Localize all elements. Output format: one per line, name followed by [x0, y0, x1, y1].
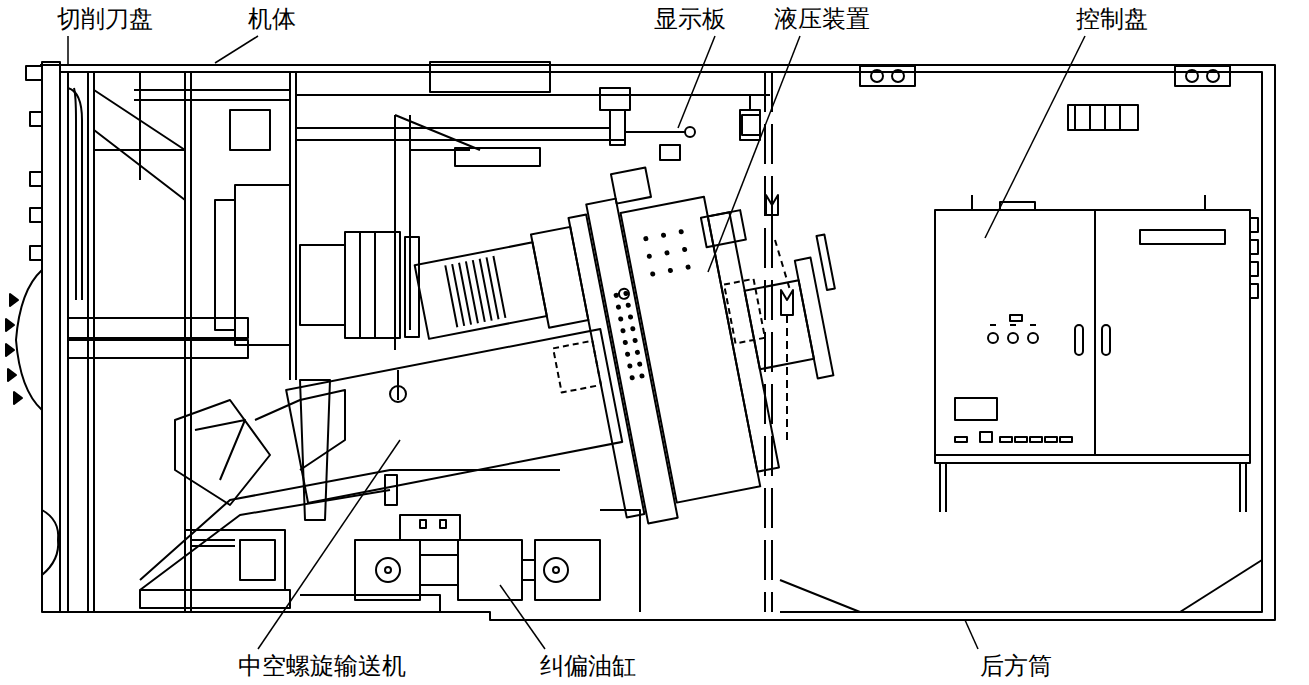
- leader-lines: [68, 36, 1085, 649]
- part-label: 切削刀盘: [55, 5, 155, 33]
- split-lines: [765, 72, 772, 612]
- part-label: 中空螺旋输送机: [236, 652, 408, 680]
- screw-conveyor: [258, 136, 873, 586]
- hopper: [140, 380, 560, 612]
- control-panel: [935, 195, 1258, 512]
- machine-body: [68, 62, 770, 612]
- part-label: 后方筒: [978, 652, 1054, 680]
- part-label: 液压装置: [772, 5, 872, 33]
- part-label: 机体: [246, 5, 298, 33]
- part-label: 控制盘: [1074, 5, 1150, 33]
- part-label: 显示板: [652, 5, 728, 33]
- part-label: 纠偏油缸: [538, 652, 638, 680]
- outer-shell: [40, 65, 1275, 620]
- correction-cylinder: [355, 510, 640, 612]
